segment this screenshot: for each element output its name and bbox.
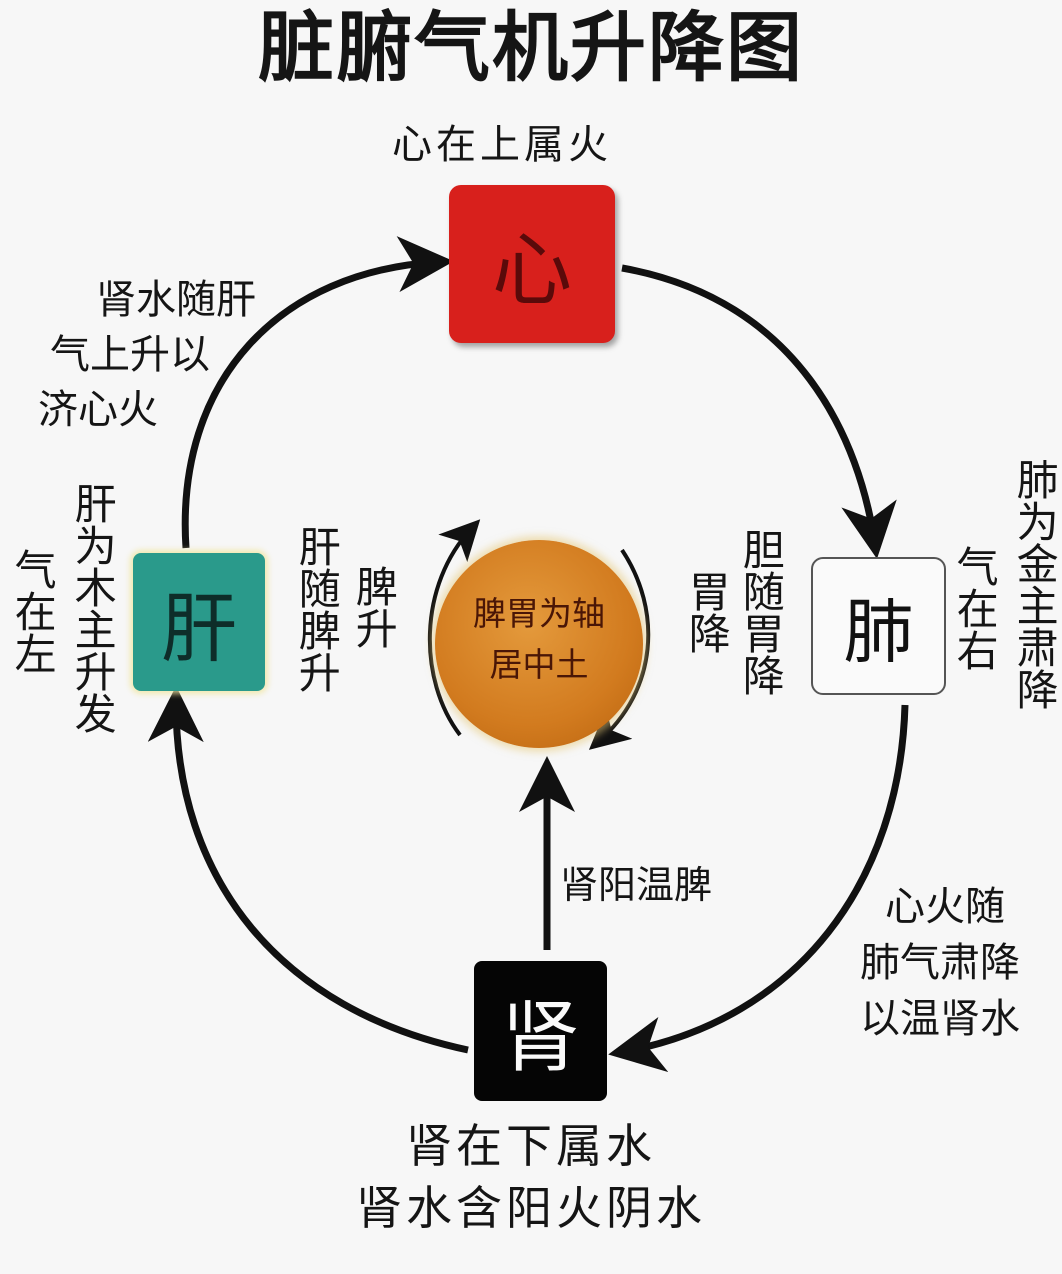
arrow-kidney-to-liver — [147, 686, 469, 1054]
liver-side-text: 气在左 — [8, 548, 58, 674]
heart-box: 心 — [449, 185, 615, 343]
liver-follows-spleen-text: 肝随脾升 — [292, 525, 342, 693]
kidney-water-line-3: 济心火 — [38, 387, 158, 433]
kidney-water-line-1: 肾水随肝 — [96, 277, 256, 323]
heart-fire-line-3: 以温肾水 — [860, 996, 1020, 1042]
kidney-caption-1: 肾在下属水 — [406, 1119, 656, 1173]
stomach-descend-text: 胃降 — [682, 570, 732, 654]
lung-box: 肺 — [811, 557, 946, 695]
kidney-box: 肾 — [474, 961, 607, 1101]
spleen-stomach-circle — [435, 540, 643, 748]
heart-fire-line-2: 肺气肃降 — [860, 940, 1020, 986]
arrow-heart-to-lung — [621, 264, 897, 559]
arrow-lung-to-kidney — [608, 704, 909, 1073]
heart-fire-line-1: 心火随 — [885, 884, 1005, 930]
diagram-title: 脏腑气机升降图 — [258, 3, 804, 92]
center-text: 脾胃为轴 居中土 — [435, 588, 643, 690]
kidney-water-line-2: 气上升以 — [50, 332, 210, 378]
lung-side-text: 气在右 — [950, 545, 1000, 671]
liver-box: 肝 — [133, 553, 265, 691]
liver-role-text: 肝为木主升发 — [68, 482, 118, 734]
kidney-caption-2: 肾水含阳火阴水 — [356, 1181, 706, 1235]
kidney-yang-text: 肾阳温脾 — [560, 863, 713, 907]
arrow-liver-to-heart — [181, 236, 454, 549]
center-line-1: 脾胃为轴 — [473, 594, 605, 633]
lung-role-text: 肺为金主肃降 — [1010, 458, 1060, 710]
center-line-2: 居中土 — [489, 645, 589, 685]
heart-caption: 心在上属火 — [392, 122, 612, 168]
spleen-rise-text: 脾升 — [349, 565, 399, 649]
arrow-stomach-descend — [588, 548, 651, 750]
gall-follows-stomach-text: 胆随胃降 — [736, 528, 786, 696]
arrow-spleen-rise — [427, 519, 481, 737]
